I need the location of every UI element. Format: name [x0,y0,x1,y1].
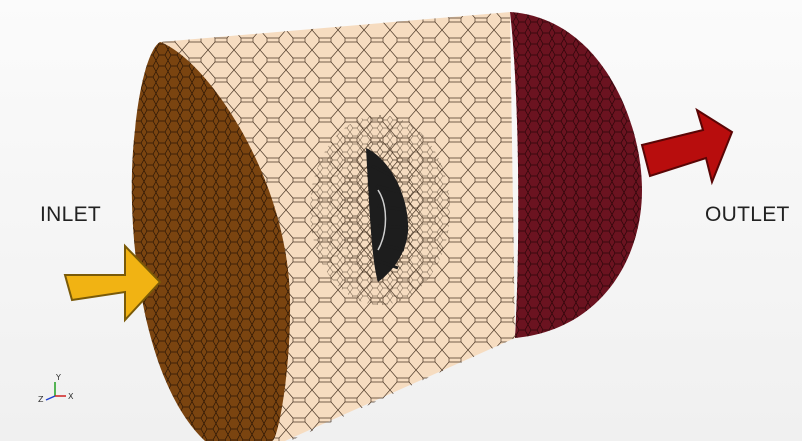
outlet-arrow [642,110,732,182]
axis-z-line [46,396,55,400]
outlet-label: OUTLET [705,203,790,227]
outlet-face [510,12,642,338]
inlet-label: INLET [40,203,101,227]
axis-triad: Y X Z [38,373,74,404]
axis-x-label: X [68,392,74,401]
axis-y-label: Y [55,373,61,382]
axis-z-label: Z [38,395,44,404]
